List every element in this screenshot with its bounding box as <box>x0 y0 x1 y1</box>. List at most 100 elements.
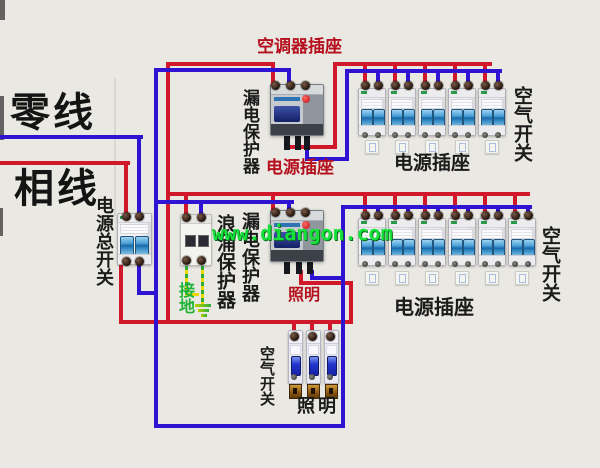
neutral-line-label: 零线 <box>10 89 96 136</box>
phase-wire-segment <box>363 62 367 85</box>
rcd-base <box>271 124 323 135</box>
ground-symbol-bar <box>201 314 207 317</box>
lighting-breaker-lug <box>325 384 338 399</box>
neutral-wire-segment <box>345 69 502 73</box>
phase-wire-segment <box>166 192 530 196</box>
ground-symbol-bar <box>198 309 209 312</box>
surge-window <box>198 235 209 247</box>
main-breaker-device-bot <box>118 254 151 264</box>
breaker-screw <box>482 261 488 267</box>
neutral-wire-segment <box>287 68 291 87</box>
socket-row2-breaker-top <box>359 219 385 228</box>
breaker-terminal <box>404 211 413 220</box>
breaker-id-plate <box>395 140 409 154</box>
socket-row1-breaker-bot <box>419 125 445 135</box>
phase-wire-segment <box>119 265 123 322</box>
surge-terminal <box>182 213 191 222</box>
phase-wire-segment <box>483 192 487 217</box>
phase-wire-segment <box>393 192 397 217</box>
ground-wire-segment <box>185 262 188 296</box>
breaker-terminal <box>434 211 443 220</box>
neutral-wire-segment <box>137 291 158 295</box>
lighting-breaker-lb <box>308 345 319 355</box>
photo-artifact <box>0 96 4 140</box>
ground-symbol-bar <box>195 304 211 307</box>
neutral-wire-segment <box>436 69 440 85</box>
lighting-breaker-lb <box>290 345 301 355</box>
rcd-prong <box>295 134 301 150</box>
main-breaker-terminal <box>122 257 131 266</box>
surge-protector-device <box>180 214 212 266</box>
rcd-label-stripe <box>274 97 300 101</box>
socket-row1-breaker <box>448 88 476 136</box>
rcd-breaker-2 <box>270 210 324 262</box>
phase-wire-segment <box>299 281 353 285</box>
socket-row2-breaker <box>358 218 386 266</box>
socket-row1-breaker-lab <box>421 99 443 109</box>
rcd-terminal <box>301 208 310 217</box>
breaker-screw <box>392 132 398 138</box>
breaker-terminal <box>421 81 430 90</box>
breaker-screw <box>375 261 381 267</box>
ground-wire-segment <box>201 262 204 304</box>
rcd-toggle <box>274 106 300 122</box>
breaker-terminal <box>361 211 370 220</box>
neutral-wire-segment <box>154 68 158 428</box>
breaker-screw <box>495 261 501 267</box>
socket-row2-breaker-lab <box>511 229 533 239</box>
breaker-screw <box>512 261 518 267</box>
rcd-toggle <box>274 232 300 248</box>
lighting-breaker-lb <box>326 345 337 355</box>
rcd-terminal <box>286 208 295 217</box>
neutral-wire-segment <box>137 135 141 215</box>
rcd2-label: 漏电保护器 <box>239 212 260 302</box>
socket-row2-breaker-top <box>419 219 445 228</box>
breaker-id-plate <box>425 140 439 154</box>
breaker-terminal <box>451 211 460 220</box>
phase-wire-segment <box>333 62 492 66</box>
neutral-wire-segment <box>154 68 291 72</box>
phase-wire-segment <box>292 320 296 336</box>
phase-wire-segment <box>453 62 457 85</box>
phase-wire-segment <box>271 62 275 87</box>
breaker-screw <box>422 132 428 138</box>
breaker-id-plate <box>365 271 379 285</box>
surge-terminal <box>197 213 206 222</box>
breaker-terminal <box>374 211 383 220</box>
phase-wire-segment <box>363 192 367 217</box>
socket-row1-breaker-top <box>449 89 475 98</box>
neutral-wire-segment <box>406 69 410 85</box>
socket-row1-breaker <box>478 88 506 136</box>
main-breaker-terminal <box>122 212 131 221</box>
socket-row2-breaker-top <box>389 219 415 228</box>
rcd1-label: 漏电保护器 <box>239 89 259 174</box>
socket-row1-breaker-lab <box>451 99 473 109</box>
air-switch-row2-label: 空气开关 <box>539 226 561 302</box>
main-switch-label: 电源总开关 <box>93 196 114 286</box>
rcd-prong <box>304 134 310 150</box>
main-breaker-device-lab <box>120 224 149 234</box>
lighting-breaker-terminal <box>326 332 335 341</box>
phase-wire-segment <box>393 62 397 85</box>
breaker-id-plate <box>515 271 529 285</box>
breaker-terminal <box>494 81 503 90</box>
main-breaker-terminal <box>135 257 144 266</box>
lighting-breaker-terminal <box>290 332 299 341</box>
rcd-test-button <box>302 95 310 103</box>
socket-row2-breaker-bot <box>479 255 505 265</box>
phase-wire-segment <box>513 192 517 217</box>
neutral-wire-segment <box>199 200 203 218</box>
phase-wire-segment <box>0 161 130 165</box>
surge-terminal <box>182 256 191 265</box>
breaker-terminal <box>524 211 533 220</box>
rcd-terminal <box>286 81 295 90</box>
photo-artifact <box>0 0 5 20</box>
neutral-wire-segment <box>310 270 314 280</box>
breaker-terminal <box>494 211 503 220</box>
phase-wire-segment <box>166 62 275 66</box>
rcd-cap <box>271 211 323 221</box>
socket-row2-breaker-lab <box>361 229 383 239</box>
socket-row2-breaker-lab <box>421 229 443 239</box>
breaker-id-plate <box>485 140 499 154</box>
breaker-screw <box>525 261 531 267</box>
